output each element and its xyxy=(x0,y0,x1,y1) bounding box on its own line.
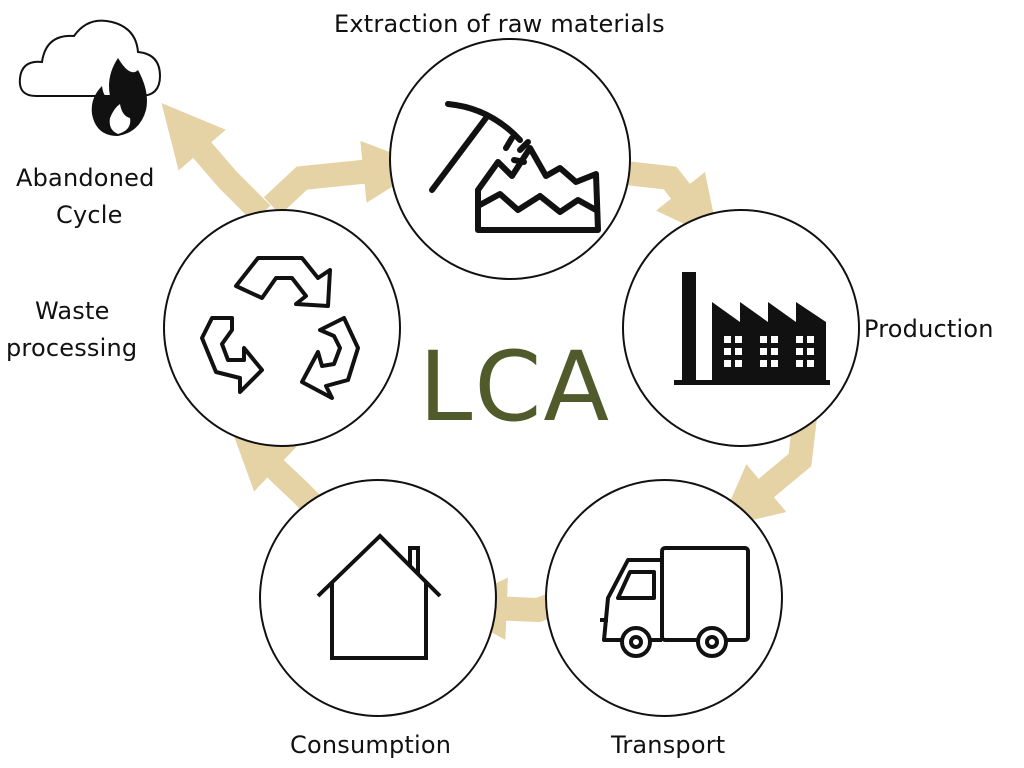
consumption-circle xyxy=(259,479,497,717)
label-waste-line2: processing xyxy=(6,334,138,362)
extraction-circle xyxy=(389,38,631,280)
label-transport: Transport xyxy=(611,731,726,759)
label-extraction: Extraction of raw materials xyxy=(334,10,665,38)
label-consumption: Consumption xyxy=(290,731,452,759)
label-abandoned-line1: Abandoned xyxy=(16,164,155,192)
arrow-to-abandoned-cycle xyxy=(161,102,271,223)
house-icon xyxy=(316,533,442,660)
waste-circle xyxy=(163,209,401,447)
arrow-waste-to-extraction xyxy=(263,140,426,215)
recycle-icon xyxy=(200,256,360,400)
truck-icon xyxy=(600,546,750,658)
pickaxe-rocks-icon xyxy=(429,101,601,233)
label-production: Production xyxy=(864,315,994,343)
center-title-lca: LCA xyxy=(418,331,612,443)
label-waste-line1: Waste xyxy=(35,297,110,325)
label-abandoned-line2: Cycle xyxy=(56,201,123,229)
factory-icon xyxy=(674,272,830,385)
cloud-fire-icon xyxy=(18,19,162,136)
